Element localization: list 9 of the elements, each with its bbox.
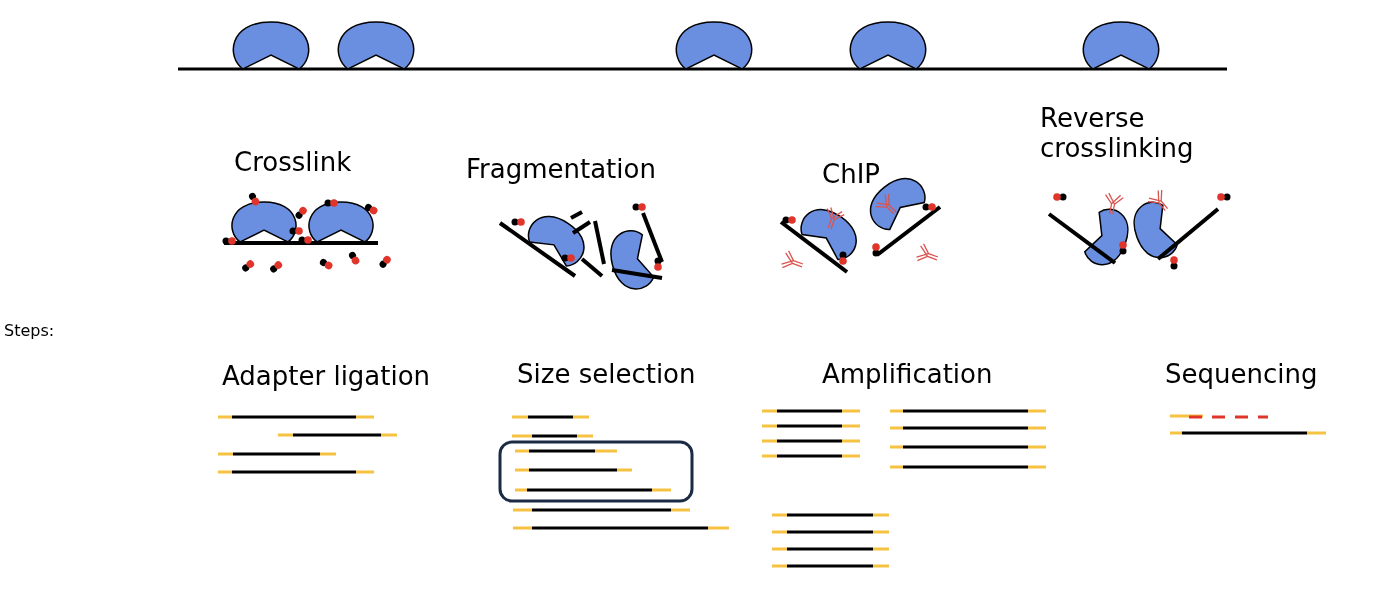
step-title: Size selection [517,360,696,390]
step-title: Adapter ligation [222,362,431,392]
step-title: ChIP [822,160,880,190]
section-label: Steps: [4,322,55,341]
step-title: Crosslink [234,148,352,178]
step-title: Reverse crosslinking [1040,104,1195,164]
step-title: Sequencing [1165,360,1318,390]
step-title: Fragmentation [466,155,656,185]
step-title: Amplification [822,360,993,390]
